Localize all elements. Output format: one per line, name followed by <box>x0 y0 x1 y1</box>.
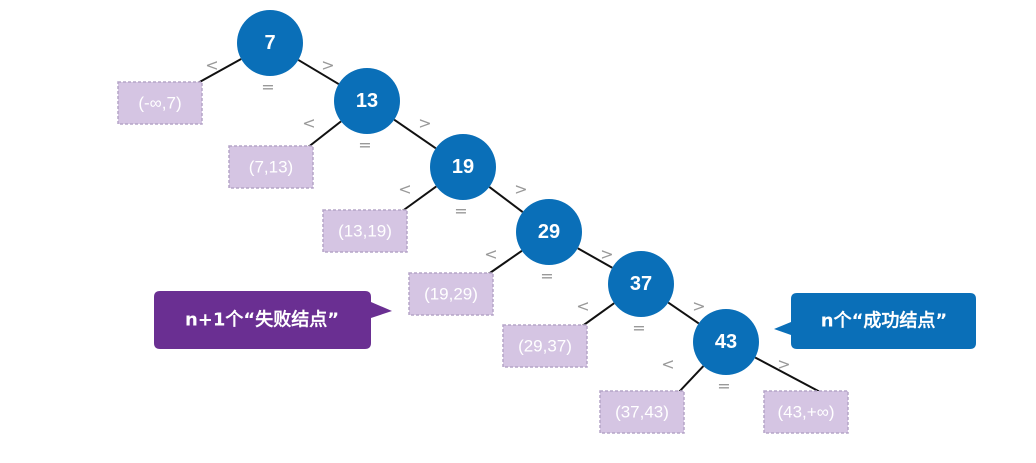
success-node: 37 <box>608 251 674 317</box>
failure-node: (37,43) <box>599 390 685 434</box>
success-node: 19 <box>430 134 496 200</box>
failure-node-label: (19,29) <box>424 285 478 304</box>
node-key: 43 <box>715 331 737 353</box>
edge-right-n37 <box>667 301 700 325</box>
failure-node-label: (-∞,7) <box>138 94 181 113</box>
node-key: 7 <box>264 32 275 54</box>
failure-node-label: (29,37) <box>518 337 572 356</box>
less-symbol: < <box>661 355 674 374</box>
edge-right-n7 <box>297 59 340 85</box>
greater-symbol: > <box>777 355 790 374</box>
failure-node-box <box>502 324 588 368</box>
success-callout-shape <box>774 293 976 349</box>
failure-nodes: (-∞,7) (7,13) (13,19) (19,29) (29,37) (37,43)… <box>117 81 849 434</box>
failure-node-label: (13,19) <box>338 222 392 241</box>
failure-node: (13,19) <box>322 209 408 253</box>
node-circle <box>237 10 303 76</box>
success-node: 29 <box>516 199 582 265</box>
failure-node-box <box>117 81 203 125</box>
success-node: 7 <box>237 10 303 76</box>
failure-node: (29,37) <box>502 324 588 368</box>
equal-symbol: = <box>261 78 274 97</box>
edge-left-n43 <box>677 365 705 394</box>
node-key: 37 <box>630 273 652 295</box>
success-node: 43 <box>693 309 759 375</box>
equal-symbol: = <box>717 377 730 396</box>
greater-symbol: > <box>692 297 705 316</box>
node-key: 13 <box>356 90 378 112</box>
equal-symbol: = <box>454 202 467 221</box>
failure-node: (43,+∞) <box>763 390 849 434</box>
edge-right-n43 <box>754 356 823 394</box>
edge-left-n13 <box>306 120 342 149</box>
node-circle <box>516 199 582 265</box>
less-symbol: < <box>205 56 218 75</box>
failure-node-label: (7,13) <box>249 158 293 177</box>
failure-node: (7,13) <box>228 145 314 189</box>
less-symbol: < <box>576 297 589 316</box>
equal-symbol: = <box>540 267 553 286</box>
less-symbol: < <box>484 245 497 264</box>
edge-left-n37 <box>580 302 615 328</box>
failure-node: (19,29) <box>408 272 494 316</box>
edge-left-n19 <box>400 185 437 213</box>
edges-layer <box>195 58 823 394</box>
node-circle <box>608 251 674 317</box>
symbols-layer: < = > < = > < = > < = > < = > < = > <box>205 56 790 396</box>
node-key: 19 <box>452 156 474 178</box>
node-circle <box>334 68 400 134</box>
failure-node-box <box>228 145 314 189</box>
node-key: 29 <box>538 221 560 243</box>
failure-node-box <box>599 390 685 434</box>
edge-left-n29 <box>486 249 523 276</box>
edge-right-n13 <box>393 118 437 150</box>
failure-node-label: (43,+∞) <box>777 403 834 422</box>
failure-node: (-∞,7) <box>117 81 203 125</box>
failure-callout-label: n+1个“失败结点” <box>185 309 339 331</box>
failure-callout: n+1个“失败结点” <box>154 291 392 349</box>
equal-symbol: = <box>632 319 645 338</box>
edge-right-n29 <box>577 247 613 269</box>
less-symbol: < <box>302 114 315 133</box>
success-nodes: 7 13 19 29 37 43 <box>237 10 759 375</box>
greater-symbol: > <box>514 180 527 199</box>
failure-callout-shape <box>154 291 392 349</box>
node-circle <box>430 134 496 200</box>
node-circle <box>693 309 759 375</box>
failure-node-box <box>763 390 849 434</box>
edge-right-n19 <box>488 186 524 213</box>
greater-symbol: > <box>600 245 613 264</box>
success-node: 13 <box>334 68 400 134</box>
greater-symbol: > <box>418 114 431 133</box>
equal-symbol: = <box>358 136 371 155</box>
edge-left-n7 <box>195 58 242 85</box>
failure-node-label: (37,43) <box>615 403 669 422</box>
greater-symbol: > <box>321 56 334 75</box>
failure-node-box <box>408 272 494 316</box>
success-callout: n个“成功结点” <box>774 293 976 349</box>
less-symbol: < <box>398 180 411 199</box>
failure-node-box <box>322 209 408 253</box>
success-callout-label: n个“成功结点” <box>821 310 947 332</box>
